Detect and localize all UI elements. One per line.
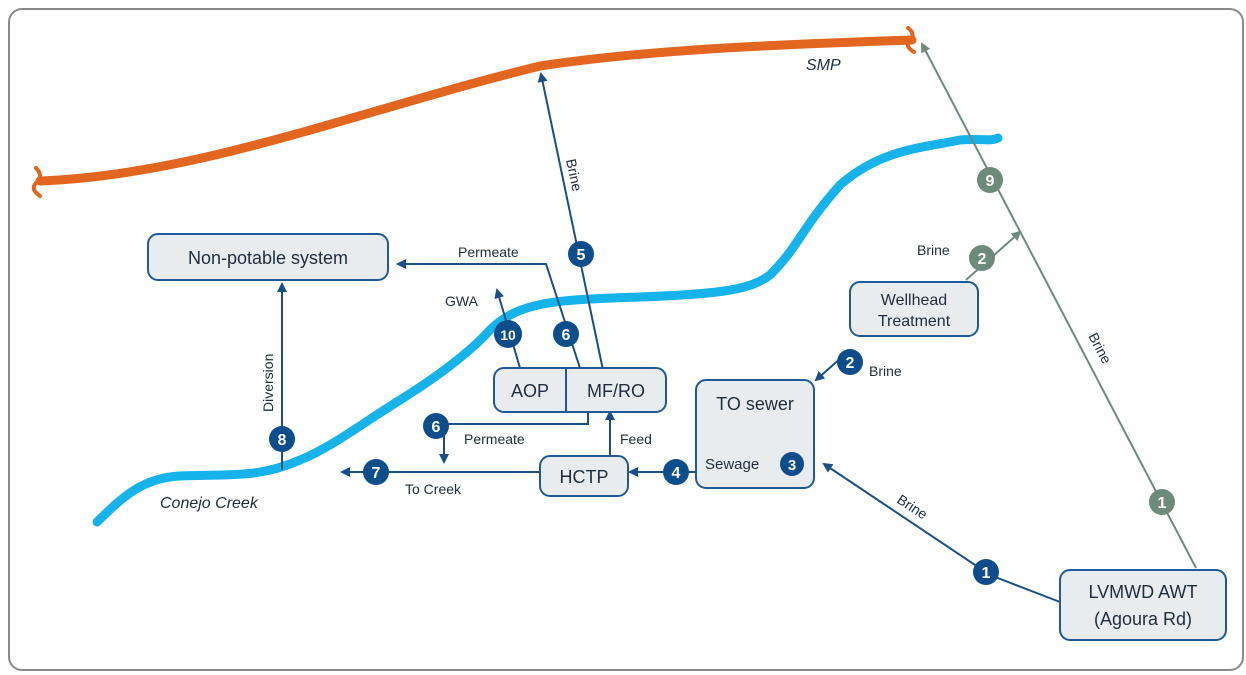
svg-text:9: 9: [986, 173, 995, 190]
diagram-frame: [8, 8, 1244, 671]
feed-label: Feed: [620, 431, 652, 447]
to-sewer-label: TO sewer: [716, 394, 794, 414]
badge-2-green: 2: [969, 245, 995, 271]
wellhead-label-line2: Treatment: [878, 313, 951, 330]
aop-mfro-box: AOP MF/RO: [493, 367, 667, 413]
wellhead-label-line1: Wellhead: [881, 292, 947, 309]
arrow-brine-to-smp: [537, 72, 604, 371]
svg-text:1: 1: [982, 565, 991, 582]
hctp-label: HCTP: [560, 467, 609, 487]
brine-lvmwd-label: Brine: [894, 491, 930, 522]
sewage-label: Sewage: [705, 456, 759, 473]
svg-text:6: 6: [562, 327, 571, 344]
gwa-label: GWA: [445, 293, 479, 309]
smp-pipeline: [35, 35, 917, 186]
svg-text:10: 10: [500, 327, 516, 343]
non-potable-system-box: Non-potable system: [147, 233, 389, 281]
badge-7: 7: [363, 459, 389, 485]
brine-top-label: Brine: [563, 157, 585, 193]
hctp-box: HCTP: [539, 455, 629, 497]
svg-text:4: 4: [672, 465, 681, 482]
badge-1-green: 1: [1149, 489, 1175, 515]
conejo-creek: [92, 133, 1003, 527]
lvmwd-label-line2: (Agoura Rd): [1094, 609, 1192, 629]
wellhead-treatment-box: Wellhead Treatment: [849, 281, 979, 337]
aop-label: AOP: [511, 381, 549, 401]
svg-text:5: 5: [577, 247, 586, 264]
mfro-label: MF/RO: [587, 381, 645, 401]
arrow-lvmwd-to-sewer: [822, 462, 1061, 603]
arrow-permeate-to-nonpotable: [396, 259, 581, 369]
conejo-creek-label: Conejo Creek: [160, 495, 259, 512]
badge-1-blue: 1: [973, 559, 999, 585]
svg-text:7: 7: [372, 465, 381, 482]
svg-text:8: 8: [278, 432, 287, 449]
badge-10: 10: [494, 320, 522, 348]
badge-9: 9: [977, 167, 1003, 193]
smp-label: SMP: [806, 57, 841, 74]
brine-right-label: Brine: [1085, 330, 1115, 367]
arrow-lvmwd-to-smp: [921, 42, 1197, 569]
svg-text:1: 1: [1158, 495, 1167, 512]
svg-text:3: 3: [788, 457, 796, 474]
smp-end-left: [31, 166, 42, 198]
brine-wellhead-top-label: Brine: [917, 242, 950, 258]
non-potable-system-label: Non-potable system: [188, 248, 348, 268]
badge-2-blue: 2: [837, 349, 863, 375]
badge-8: 8: [269, 426, 295, 452]
lvmwd-awt-box: LVMWD AWT (Agoura Rd): [1059, 569, 1227, 641]
badge-3: 3: [780, 452, 804, 476]
lvmwd-label-line1: LVMWD AWT: [1089, 582, 1198, 602]
smp-end-right: [905, 26, 916, 54]
badge-5: 5: [568, 241, 594, 267]
diversion-label: Diversion: [260, 354, 276, 412]
permeate-bottom-label: Permeate: [464, 431, 525, 447]
badge-4: 4: [663, 459, 689, 485]
svg-text:6: 6: [432, 419, 441, 436]
svg-text:2: 2: [978, 251, 987, 268]
to-creek-label: To Creek: [405, 481, 462, 497]
permeate-top-label: Permeate: [458, 244, 519, 260]
brine-wellhead-bottom-label: Brine: [869, 363, 902, 379]
badge-6-bottom: 6: [423, 413, 449, 439]
badge-6-top: 6: [553, 321, 579, 347]
svg-text:2: 2: [846, 355, 855, 372]
